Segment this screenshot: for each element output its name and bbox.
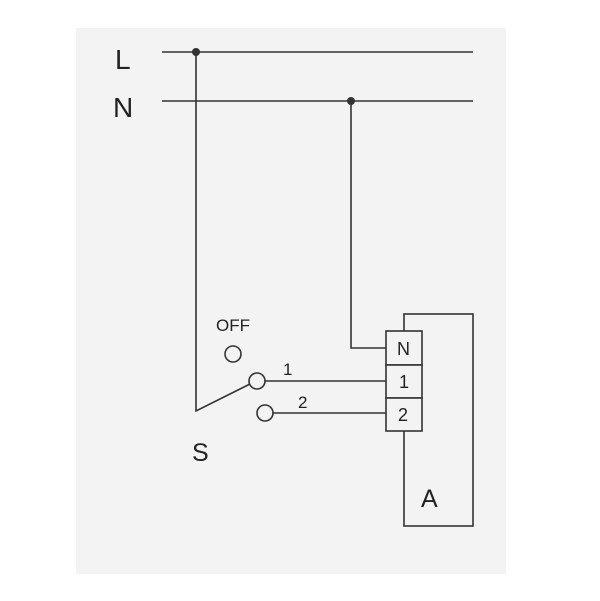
off-label: OFF xyxy=(216,316,250,335)
switch-contact-off xyxy=(224,345,242,363)
terminal-N-label: N xyxy=(397,339,410,359)
terminal-2-label: 2 xyxy=(398,405,408,425)
terminal-N xyxy=(385,330,423,366)
switch-contact-1 xyxy=(248,372,266,390)
junction-dot-N xyxy=(347,97,355,105)
position-1-label: 1 xyxy=(283,360,292,379)
switch-contact-2 xyxy=(256,404,274,422)
neutral-label: N xyxy=(113,92,133,123)
position-2-label: 2 xyxy=(298,393,307,412)
switch-label: S xyxy=(192,439,209,467)
neutral-to-terminal-wire xyxy=(350,101,386,349)
junction-dot-L xyxy=(192,48,200,56)
terminal-2 xyxy=(385,397,423,432)
terminal-1 xyxy=(385,364,423,399)
terminal-1-label: 1 xyxy=(399,372,409,392)
line-label: L xyxy=(115,44,131,75)
switch-common-wire xyxy=(195,52,251,413)
appliance-label: A xyxy=(421,485,438,513)
